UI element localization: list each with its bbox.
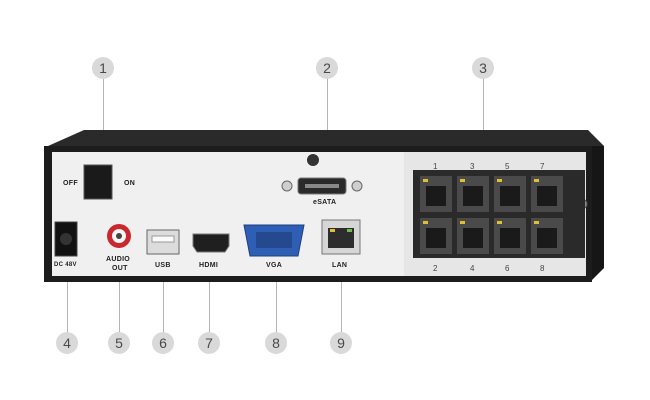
leader-line-4 [67,276,68,332]
poe-number-7: 7 [540,162,545,171]
leader-line-3 [483,78,484,162]
leader-line-2 [327,78,328,176]
leader-line-9 [341,276,342,332]
esata-label: eSATA [313,199,337,206]
dc-jack-hole [60,233,72,245]
leader-line-5 [119,276,120,332]
leader-line-7 [209,276,210,332]
poe-number-2: 2 [433,264,438,273]
lan-socket [328,228,354,248]
power-switch [83,164,113,200]
vga-pins [256,232,292,248]
callout-2: 2 [316,57,338,79]
poe-number-5: 5 [505,162,510,171]
chassis-side [590,146,604,282]
fan-mount [307,154,319,166]
dc-label: DC 48V [54,262,77,268]
callout-4: 4 [56,332,78,354]
power-off-label: OFF [63,180,78,187]
poe-leds [423,179,539,224]
callout-3: 3 [472,57,494,79]
callout-8: 8 [265,332,287,354]
vga-label: VGA [266,262,283,269]
audio-label: AUDIO [106,256,131,263]
poe-sockets [426,186,557,248]
callout-7: 7 [198,332,220,354]
power-on-label: ON [124,180,136,187]
hdmi-label: HDMI [199,262,219,269]
usb-label: USB [155,262,171,269]
esata-screw-right [351,180,363,192]
audio-jack-hole [116,233,122,239]
callout-6: 6 [152,332,174,354]
callout-9: 9 [330,332,352,354]
poe-number-8: 8 [540,264,545,273]
esata-screw-left [281,180,293,192]
poe-number-1: 1 [433,162,438,171]
poe-number-3: 3 [470,162,475,171]
callout-5: 5 [108,332,130,354]
chassis-top [48,130,604,146]
leader-line-8 [276,276,277,332]
usb-tongue [151,235,175,243]
esata-slot [305,184,339,188]
hdmi-port [192,233,230,253]
lan-label: LAN [332,262,348,269]
leader-line-6 [163,276,164,332]
audio-out-label: OUT [112,265,128,272]
leader-line-1 [103,78,104,164]
poe-number-6: 6 [505,264,510,273]
callout-1: 1 [92,57,114,79]
lan-led [330,229,335,232]
poe-number-4: 4 [470,264,475,273]
lan-led-2 [347,229,352,232]
